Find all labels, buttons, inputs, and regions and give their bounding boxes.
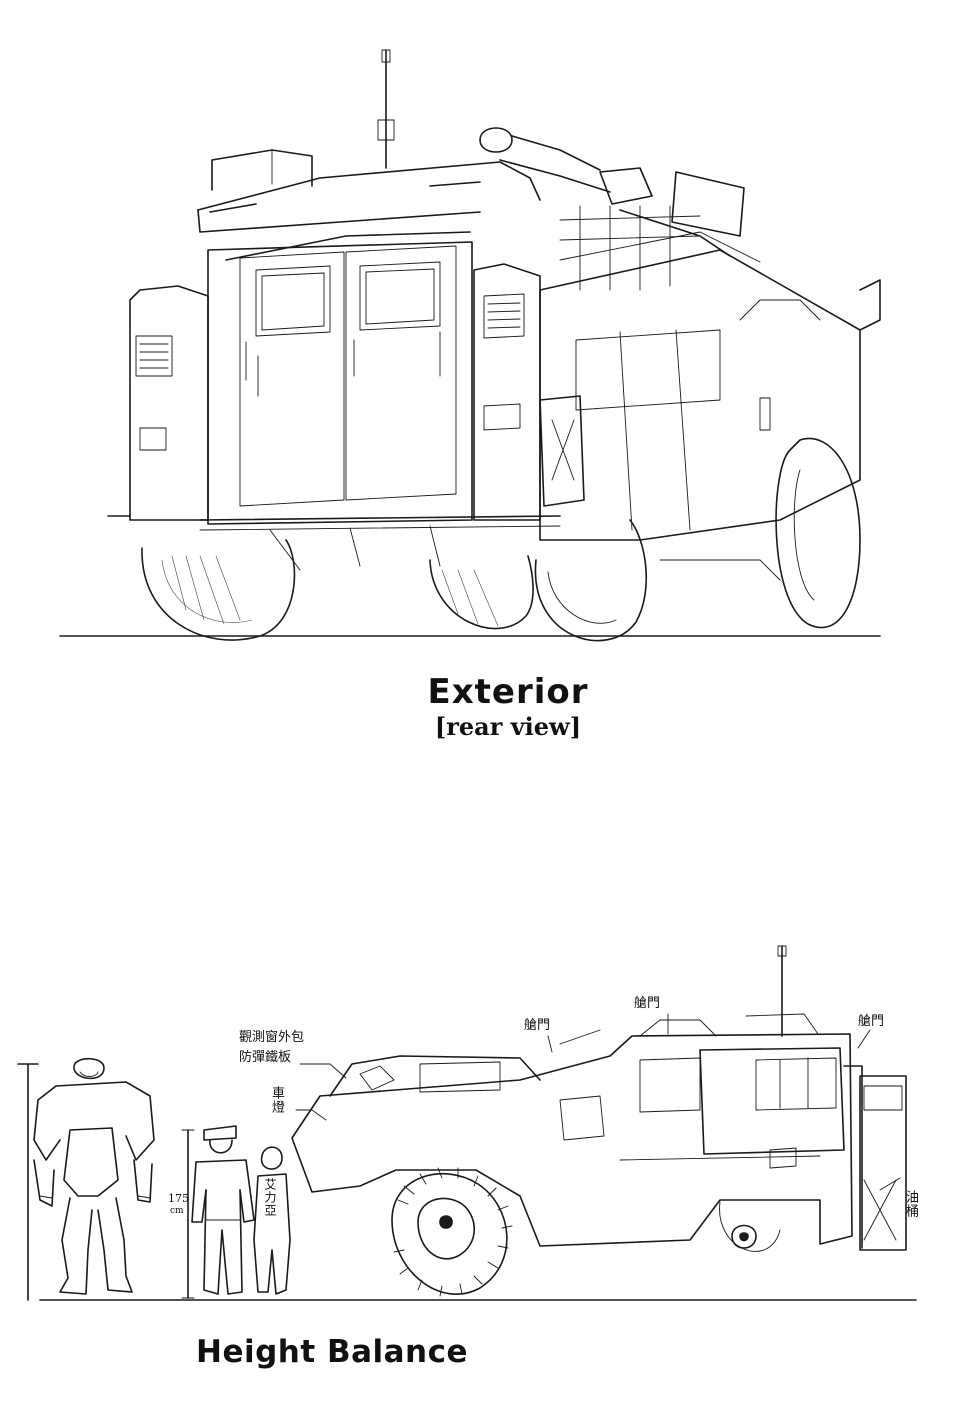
rear-view-subcaption: [rear view] xyxy=(434,712,582,741)
character-name-label: 艾力亞 xyxy=(263,1178,277,1217)
height-value-label: 175 xyxy=(168,1192,189,1205)
height-unit-label: cm xyxy=(170,1206,184,1216)
height-balance-drawing xyxy=(17,945,917,1301)
fuel-drum-annotation: 油桶 xyxy=(903,1190,918,1218)
hatch-annotation-mid: 艙門 xyxy=(634,996,661,1011)
exterior-caption: Exterior xyxy=(427,672,589,712)
height-balance-caption: Height Balance xyxy=(196,1334,469,1370)
armor-annotation-line2: 防彈鐵板 xyxy=(239,1050,292,1065)
hatch-annotation-left: 艙門 xyxy=(524,1018,551,1033)
headlight-annotation: 車燈 xyxy=(269,1086,284,1114)
vehicle-rear-view-drawing xyxy=(59,49,881,642)
hatch-annotation-right: 艙門 xyxy=(858,1014,885,1029)
armor-annotation-line1: 觀測窗外包 xyxy=(239,1030,305,1045)
